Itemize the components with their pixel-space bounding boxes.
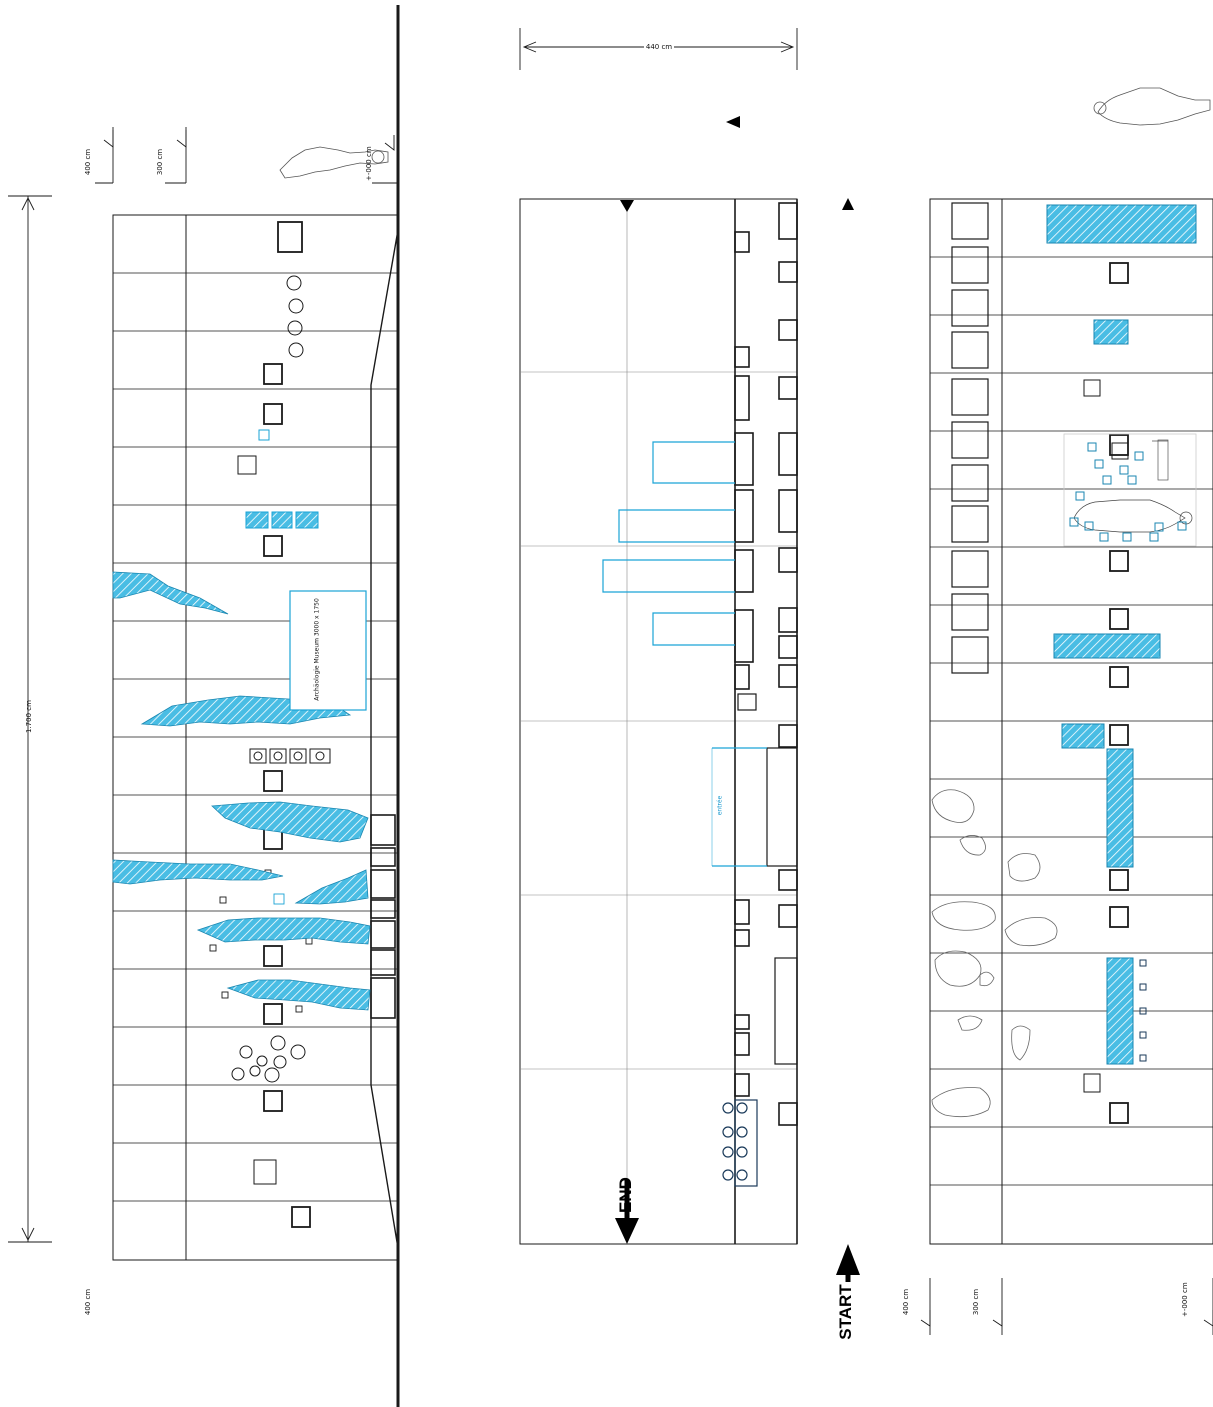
right-height-markers — [920, 1278, 1213, 1335]
left-height-label-floor: +-000 cm — [365, 146, 373, 181]
middle-plan-panel — [519, 28, 860, 1282]
left-grid-lines — [113, 272, 398, 1202]
middle-width-label: 440 cm — [644, 43, 674, 51]
left-height-label-bottom: 400 cm — [84, 1288, 92, 1316]
left-exhibit-frames — [263, 221, 311, 1228]
start-arrow — [836, 1244, 860, 1275]
right-exhibit-frames — [1109, 262, 1129, 1124]
right-height-label-top: 400 cm — [902, 1288, 910, 1316]
left-height-label-mid: 300 cm — [156, 148, 164, 176]
right-height-label-floor: +-000 cm — [1181, 1282, 1189, 1317]
left-floor-profile — [370, 229, 399, 1249]
right-human-figure — [1093, 87, 1211, 126]
left-height-markers — [95, 127, 398, 184]
direction-arrow — [620, 200, 634, 212]
direction-arrow — [842, 198, 854, 210]
right-square-panels — [951, 202, 989, 674]
left-human-figure — [279, 146, 389, 179]
right-wall-outline — [929, 198, 1213, 1245]
left-icon-row — [249, 748, 331, 764]
left-total-height-dimension — [8, 195, 52, 1243]
right-cyan-panels — [1046, 204, 1197, 1065]
left-info-box-label: Archäologie Museum 3000 x 1750 — [313, 598, 321, 701]
middle-cyan-label: entrée — [716, 795, 724, 816]
end-label: END — [616, 1177, 635, 1213]
right-stone-sketches — [931, 789, 1058, 1118]
right-anatomy-figure — [1073, 439, 1193, 533]
right-anatomy-tags — [1069, 442, 1187, 542]
left-floor-vitrines — [370, 814, 396, 1019]
left-cyan-panels — [245, 511, 319, 529]
left-elevation-panel — [8, 5, 400, 1407]
right-elevation-panel — [920, 87, 1213, 1335]
direction-arrow — [726, 116, 740, 128]
middle-round-table — [722, 1099, 758, 1187]
middle-corridor-vitrines — [734, 202, 798, 1126]
middle-cyan-projections — [602, 441, 767, 867]
left-info-box — [289, 590, 367, 711]
left-total-height-label: 1.700 cm — [25, 700, 33, 733]
left-round-exhibits — [231, 275, 306, 1083]
end-arrow — [615, 1218, 639, 1244]
right-anatomy-panel — [1063, 433, 1197, 547]
middle-room-outline — [519, 198, 798, 1245]
left-wall-outline — [112, 214, 399, 1261]
right-height-label-mid: 300 cm — [972, 1288, 980, 1316]
left-strata-bands — [112, 571, 371, 1011]
left-height-label-top: 400 cm — [84, 148, 92, 176]
start-label: START — [836, 1284, 855, 1340]
